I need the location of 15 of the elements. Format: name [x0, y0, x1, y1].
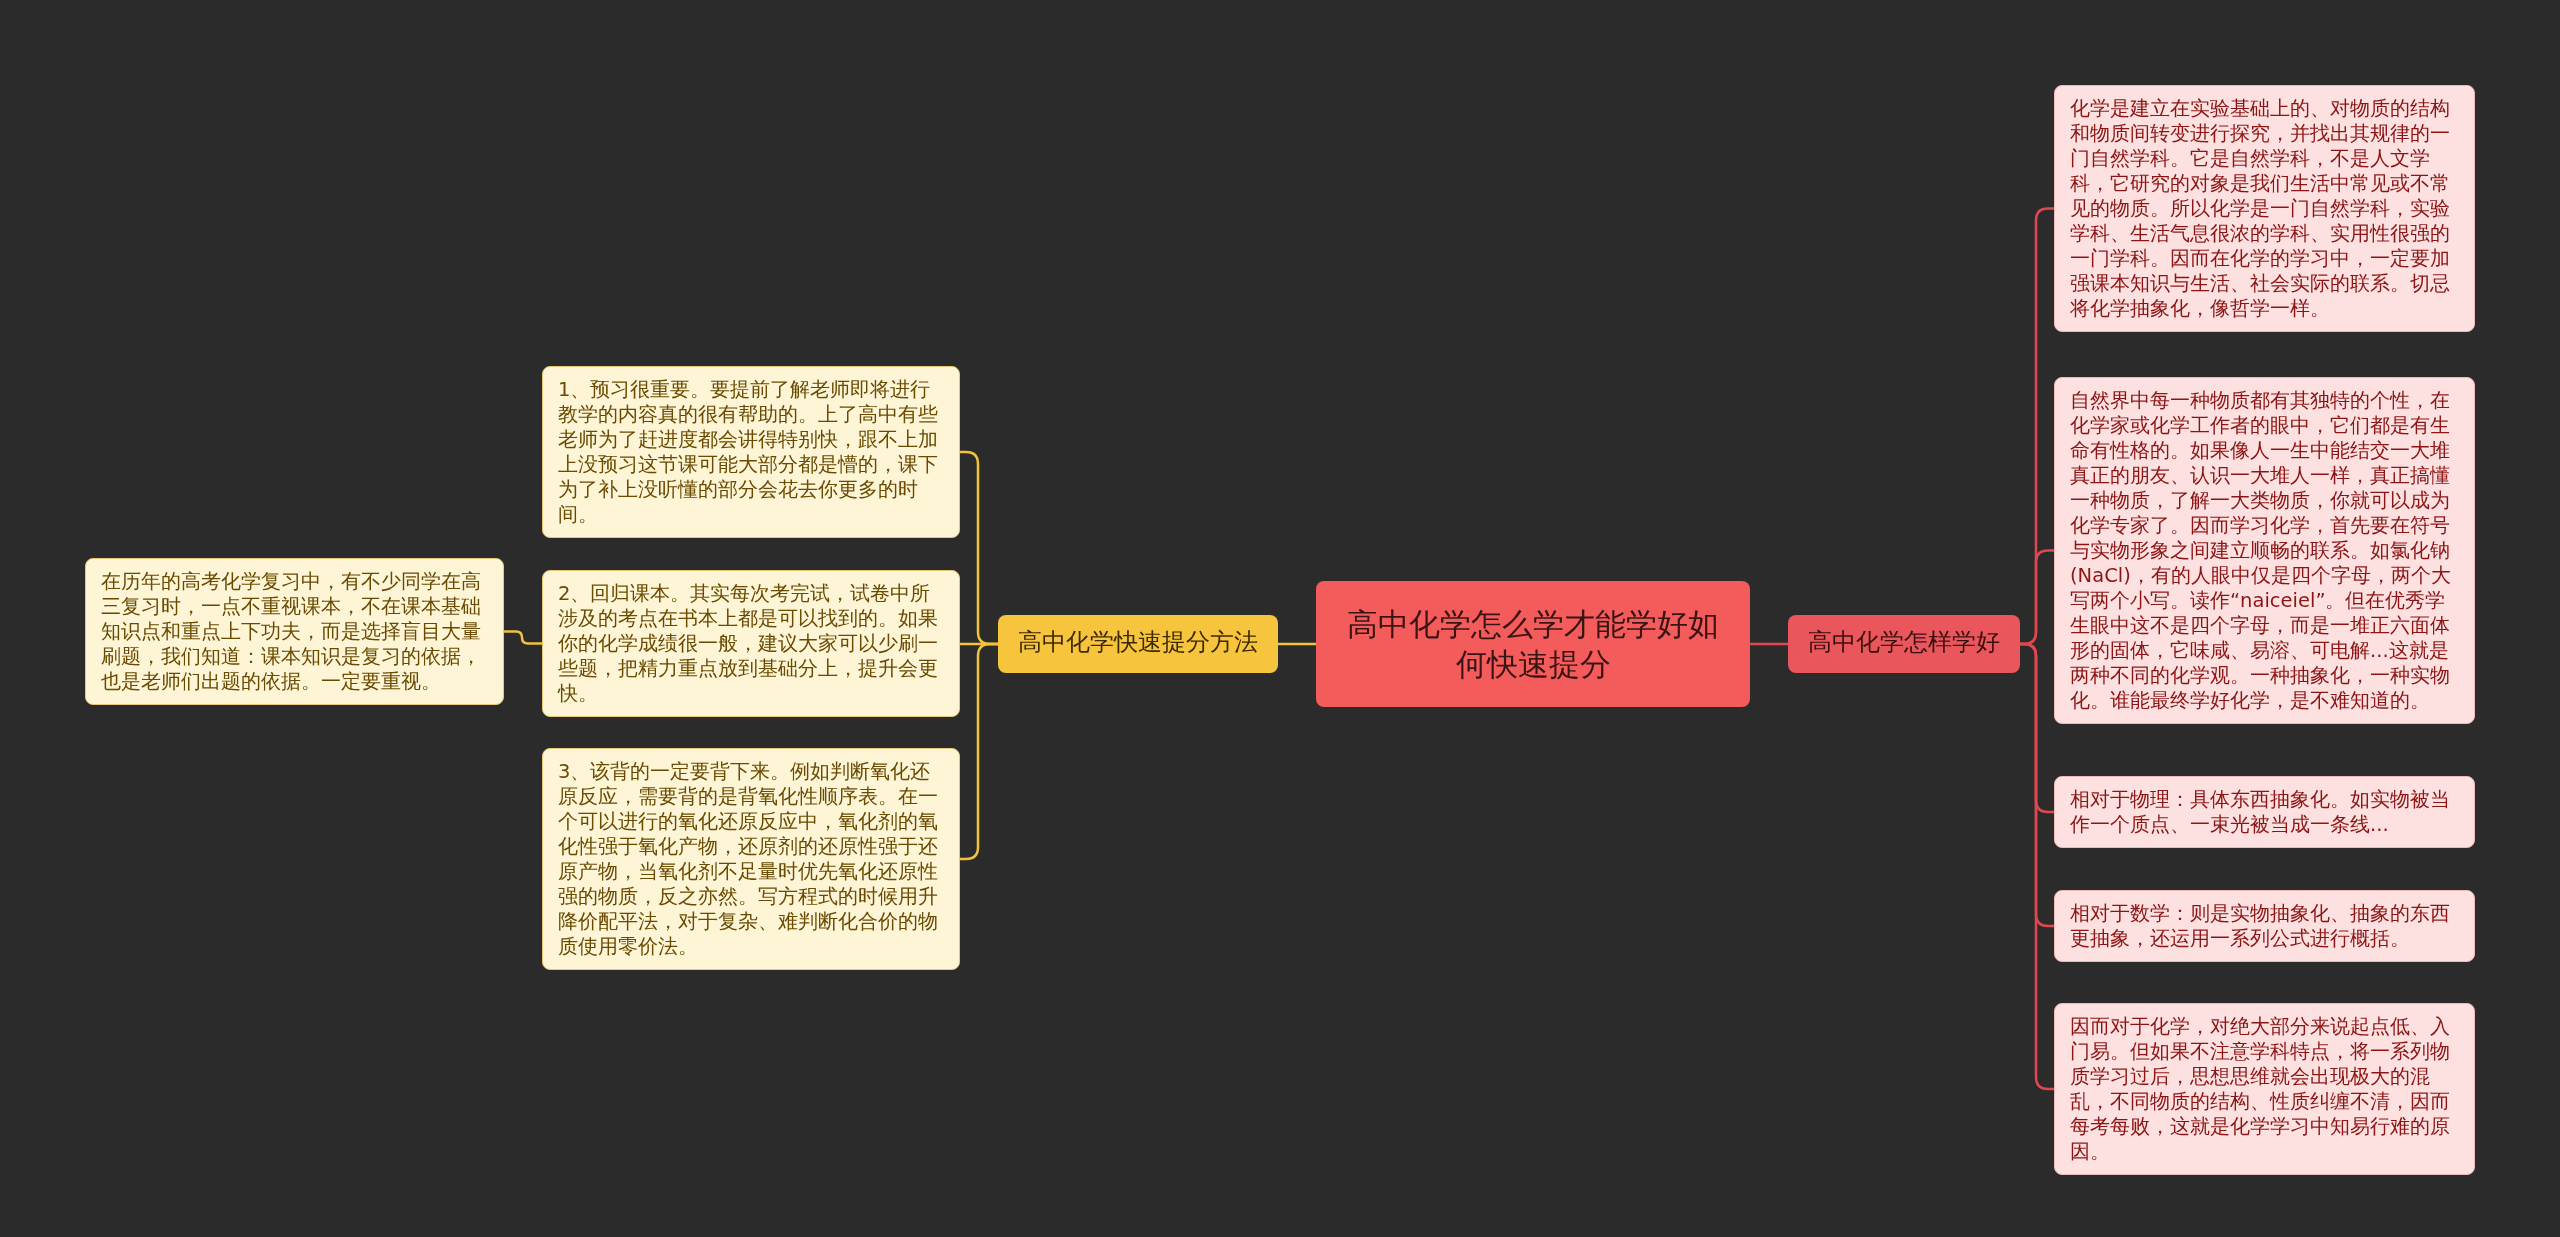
branch-box: 高中化学快速提分方法: [998, 615, 1278, 673]
branch-box: 高中化学怎样学好: [1788, 615, 2020, 673]
note-box: 1、预习很重要。要提前了解老师即将进行教学的内容真的很有帮助的。上了高中有些老师为了赶进度都会讲得特别快，跟不上加上没预习这节课可能大部分都是懵的，课下为了补上没听懂的部分会花去你更多的时间。: [542, 366, 960, 538]
central-topic-box: 高中化学怎么学才能学好如何快速提分: [1316, 581, 1750, 707]
note-box: 在历年的高考化学复习中，有不少同学在高三复习时，一点不重视课本，不在课本基础知识点和重点上下功夫，而是选择盲目大量刷题，我们知道：课本知识是复习的依据，也是老师们出题的依据。一定要重视。: [85, 558, 504, 705]
note-box: 相对于数学：则是实物抽象化、抽象的东西更抽象，还运用一系列公式进行概括。: [2054, 890, 2475, 962]
note-box: 相对于物理：具体东西抽象化。如实物被当作一个质点、一束光被当成一条线...: [2054, 776, 2475, 848]
note-box: 2、回归课本。其实每次考完试，试卷中所涉及的考点在书本上都是可以找到的。如果你的化学成绩很一般，建议大家可以少刷一些题，把精力重点放到基础分上，提升会更快。: [542, 570, 960, 717]
note-box: 化学是建立在实验基础上的、对物质的结构和物质间转变进行探究，并找出其规律的一门自然学科。它是自然学科，不是人文学科，它研究的对象是我们生活中常见或不常见的物质。所以化学是一门自然学科，实验学科、生活气息很浓的学科、实用性很强的一门学科。因而在化学的学习中，一定要加强课本知识与生活、社会实际的联系。切忌将化学抽象化，像哲学一样。: [2054, 85, 2475, 332]
connector-line: [1750, 642, 1788, 646]
connector-line: [504, 630, 542, 645]
connector-line: [1278, 642, 1316, 646]
note-box: 自然界中每一种物质都有其独特的个性，在化学家或化学工作者的眼中，它们都是有生命有性格的。如果像人一生中能结交一大堆真正的朋友、认识一大堆人一样，真正搞懂一种物质，了解一大类物质，你就可以成为化学专家了。因而学习化学，首先要在符号与实物形象之间建立顺畅的联系。如氯化钠(NaCl)，有的人眼中仅是四个字母，两个大写两个小写。读作“naiceiel”。但在优秀学生眼中这不是四个字母，而是一堆正六面体形的固体，它味咸、易溶、可电解...这就是两种不同的化学观。一种抽象化，一种实物化。谁能最终学好化学，是不难知道的。: [2054, 377, 2475, 724]
note-box: 3、该背的一定要背下来。例如判断氧化还原反应，需要背的是背氧化性顺序表。在一个可以进行的氧化还原反应中，氧化剂的氧化性强于氧化产物，还原剂的还原性强于还原产物，当氧化剂不足量时优先氧化还原性强的物质，反之亦然。写方程式的时候用升降价配平法，对于复杂、难判断化合价的物质使用零价法。: [542, 748, 960, 970]
note-box: 因而对于化学，对绝大部分来说起点低、入门易。但如果不注意学科特点，将一系列物质学习过后，思想思维就会出现极大的混乱，不同物质的结构、性质纠缠不清，因而每考每败，这就是化学学习中知易行难的原因。: [2054, 1003, 2475, 1175]
